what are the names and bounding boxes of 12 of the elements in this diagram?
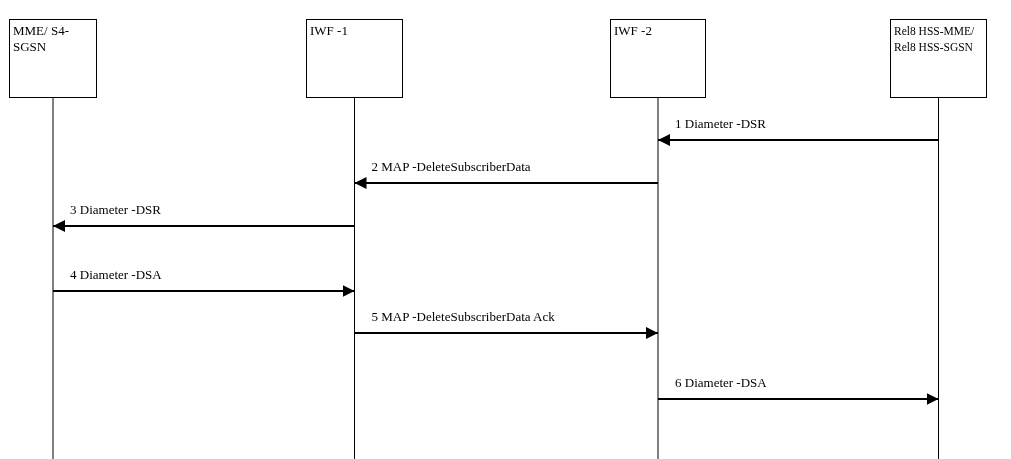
message-arrow [657,393,940,405]
message-arrow [353,327,659,339]
participant-box: MME/ S4-SGSN [9,19,97,98]
message-arrow [657,134,940,146]
message-label: 5 MAP -DeleteSubscriberData Ack [369,309,557,324]
participant-box: IWF -1 [306,19,403,98]
message-label: 2 MAP -DeleteSubscriberData [369,159,533,174]
message-arrow [52,220,356,232]
message-arrow [353,177,659,189]
participant-box: IWF -2 [610,19,706,98]
message-arrow [52,285,356,297]
participant-box: Rel8 HSS-MME/ Rel8 HSS-SGSN [890,19,987,98]
